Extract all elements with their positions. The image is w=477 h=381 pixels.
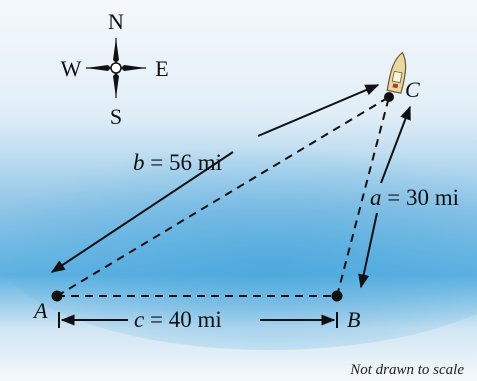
side-c-var: c [134,307,144,332]
boat-icon [386,51,407,94]
point-a-label: A [32,298,48,323]
side-a-var: a [370,185,382,210]
point-b-label: B [347,307,360,332]
dashed-triangle [56,96,390,297]
side-a-arrow [358,105,411,289]
compass-south-label: S [110,104,122,129]
side-c-arrow [58,312,338,328]
compass-rose-icon [86,38,146,98]
side-b-arrow [50,84,380,273]
point-c-label: C [405,77,420,102]
water-highlight [0,130,477,350]
scale-note: Not drawn to scale [349,362,464,378]
side-b-path [56,96,390,297]
side-a-path [336,96,390,297]
side-c-value: = 40 mi [150,307,222,332]
compass-east-label: E [155,56,168,81]
side-c-label: c = 40 mi [134,307,222,332]
side-a-value: = 30 mi [387,185,459,210]
side-b-var: b [133,150,145,175]
point-a [51,290,63,302]
compass-west-label: W [61,56,82,81]
point-b [331,290,343,302]
side-b-label: b = 56 mi [133,150,222,175]
side-b-value: = 56 mi [150,150,222,175]
side-a-label: a = 30 mi [370,185,459,210]
compass-north-label: N [108,9,124,34]
point-c [384,92,394,102]
